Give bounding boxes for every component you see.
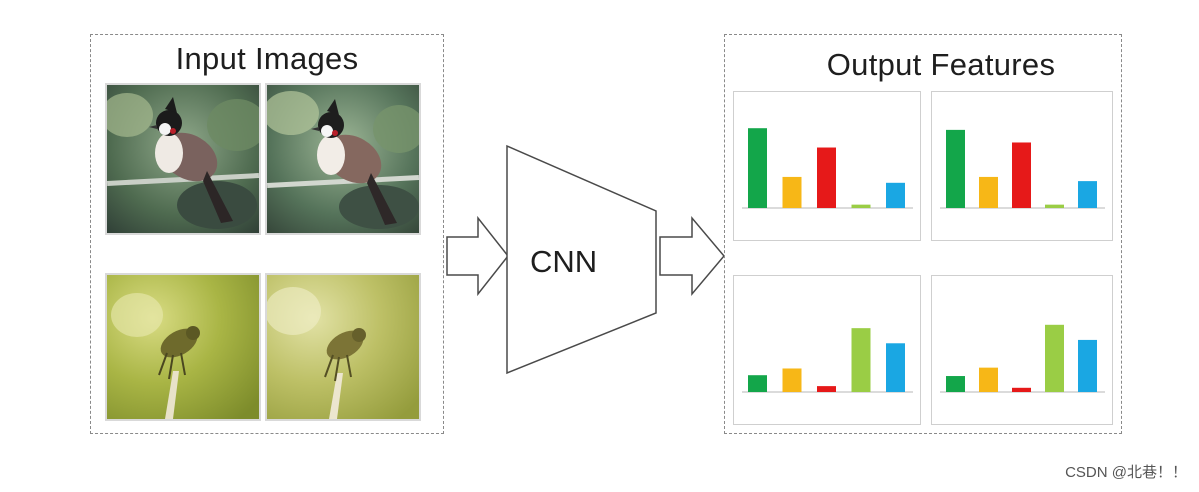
feature-chart-3 <box>733 275 921 425</box>
feature-bar-3 <box>1012 142 1031 208</box>
feature-chart-4-svg <box>940 324 1105 393</box>
feature-bar-5 <box>1078 181 1097 208</box>
feature-chart-3-svg <box>742 328 913 393</box>
input-images-title: Input Images <box>175 41 359 76</box>
feature-bar-2 <box>782 368 802 392</box>
input-image-insect-2 <box>265 273 421 421</box>
feature-bar-3 <box>1012 387 1031 392</box>
feature-bar-5 <box>886 182 905 208</box>
input-image-insect-1 <box>105 273 261 421</box>
input-image-bird-2 <box>265 83 421 235</box>
watermark-text: CSDN @北巷！！ <box>1065 464 1187 481</box>
feature-bar-4 <box>851 328 871 392</box>
feature-bar-4 <box>1045 204 1064 208</box>
cnn-block <box>506 144 657 375</box>
input-image-bird-1 <box>105 83 261 235</box>
feature-bar-2 <box>979 176 998 208</box>
feature-bar-1 <box>748 375 767 392</box>
input-images-panel: Input Images <box>90 34 444 434</box>
arrow-cnn-to-output <box>659 215 725 297</box>
feature-bar-5 <box>886 343 905 392</box>
feature-bar-4 <box>851 204 871 208</box>
feature-chart-2-svg <box>940 129 1105 209</box>
feature-bar-2 <box>979 367 998 392</box>
output-features-title: Output Features <box>826 47 1056 82</box>
feature-chart-1 <box>733 91 921 241</box>
feature-chart-4 <box>931 275 1113 425</box>
feature-bar-3 <box>817 147 836 208</box>
feature-bar-5 <box>1078 339 1097 392</box>
feature-bar-1 <box>946 376 965 392</box>
feature-chart-2 <box>931 91 1113 241</box>
output-features-panel: Output Features <box>724 34 1122 434</box>
feature-bar-3 <box>817 386 836 392</box>
arrow-input-to-cnn <box>446 215 509 297</box>
feature-bar-2 <box>782 176 802 208</box>
feature-chart-1-svg <box>742 128 913 209</box>
feature-bar-4 <box>1045 324 1064 392</box>
feature-bar-1 <box>946 129 965 208</box>
feature-bar-1 <box>748 128 767 208</box>
cnn-label: CNN <box>530 244 598 279</box>
